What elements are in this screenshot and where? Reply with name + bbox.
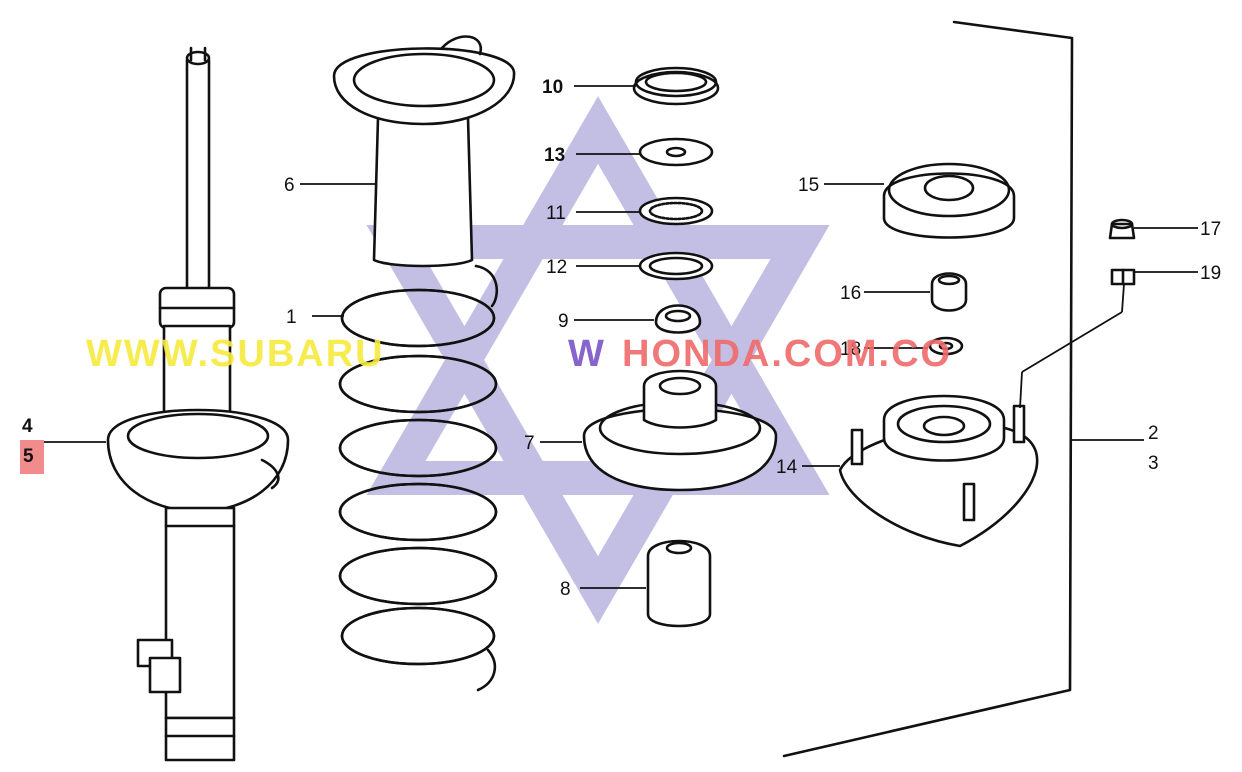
bearing-washer-10 xyxy=(632,66,720,106)
callout-14: 14 xyxy=(776,457,798,478)
bushing-16 xyxy=(930,272,968,312)
callout-17: 17 xyxy=(1200,219,1221,240)
callout-9: 9 xyxy=(558,311,569,332)
website-watermark: WWW.SUBARU W HONDA.COM.CO xyxy=(86,333,952,375)
callout-5: 5 xyxy=(23,446,34,467)
bushing-9 xyxy=(654,304,702,334)
callout-15: 15 xyxy=(798,175,819,196)
watermark-w-text: W xyxy=(568,333,606,375)
mount-cap-15 xyxy=(882,162,1016,239)
callout-11: 11 xyxy=(546,203,566,224)
callout-4: 4 xyxy=(22,416,33,437)
callout-10: 10 xyxy=(542,77,563,98)
callout-6: 6 xyxy=(284,175,295,196)
shock-absorber xyxy=(106,46,290,762)
watermark-subaru-text: WWW.SUBARU xyxy=(86,333,385,375)
spring-seat-upper-7 xyxy=(582,369,778,492)
washer-13 xyxy=(638,137,714,167)
washer-12 xyxy=(638,251,714,281)
callout-3: 3 xyxy=(1148,453,1159,474)
watermark-honda-text: HONDA.COM.CO xyxy=(622,333,952,375)
nut-17 xyxy=(1108,218,1136,240)
dust-boot xyxy=(332,35,516,268)
callout-13: 13 xyxy=(544,145,565,166)
callout-5-highlight xyxy=(20,440,44,474)
nut-19 xyxy=(1110,268,1136,286)
callout-19: 19 xyxy=(1200,263,1221,284)
callout-8: 8 xyxy=(560,579,571,600)
callout-labels: 1 6 4 5 10 13 11 12 9 7 8 15 16 18 14 17… xyxy=(20,77,1221,600)
callout-18: 18 xyxy=(840,339,861,360)
bump-stop-8 xyxy=(646,539,712,628)
callout-12: 12 xyxy=(546,257,567,278)
assembly-bracket xyxy=(782,20,1144,758)
washer-18 xyxy=(928,336,964,356)
bearing-11 xyxy=(638,196,714,226)
strut-mount-14 xyxy=(838,394,1039,548)
callout-16: 16 xyxy=(840,283,861,304)
leader-lines xyxy=(40,85,1198,589)
coil-spring xyxy=(338,264,499,692)
callout-7: 7 xyxy=(524,433,535,454)
callout-2: 2 xyxy=(1148,423,1159,444)
callout-1: 1 xyxy=(286,307,297,328)
